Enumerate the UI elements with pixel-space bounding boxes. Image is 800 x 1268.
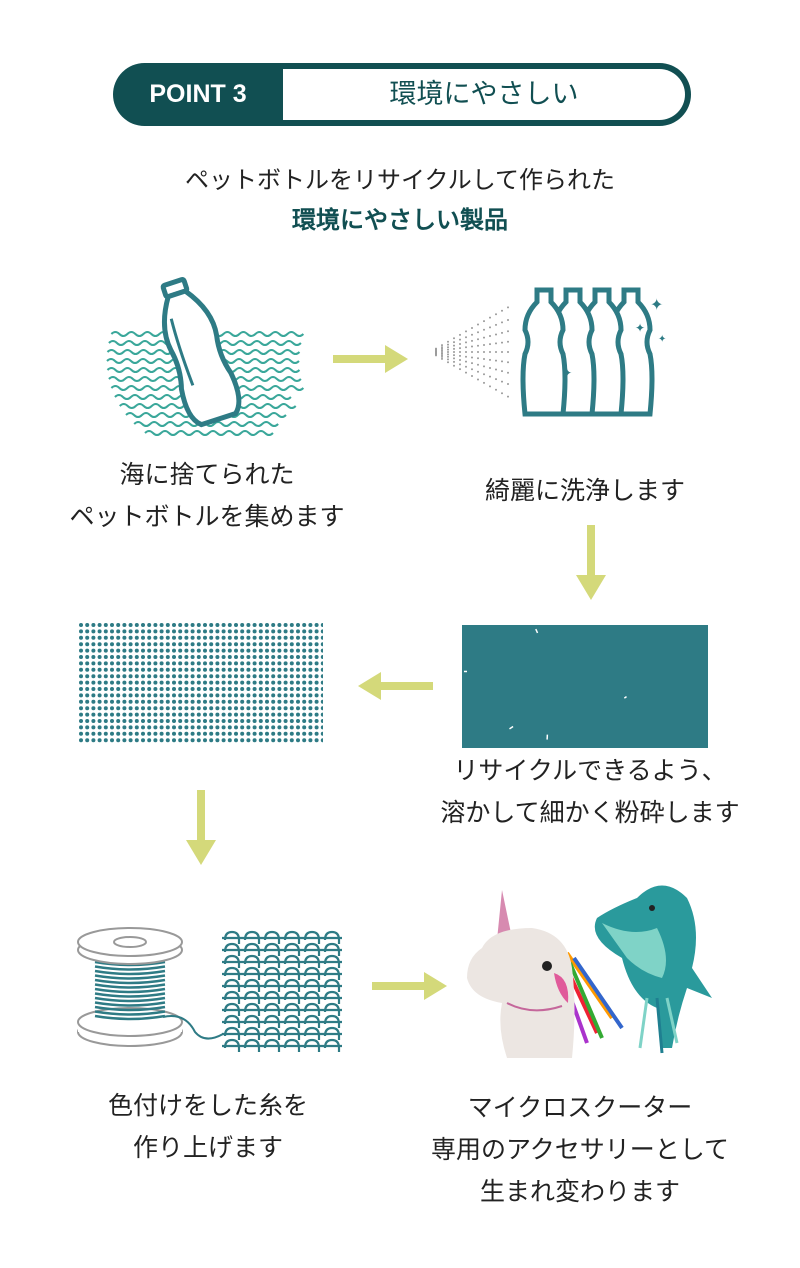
caption-line: リサイクルできるよう、: [453, 756, 727, 785]
step-3-caption: リサイクルできるよう、 溶かして細かく粉砕します: [420, 750, 760, 834]
step-5-caption: 色付けをした糸を 作り上げます: [58, 1085, 358, 1169]
arrow-right-icon: [372, 972, 447, 1000]
caption-line: 色付けをした糸を: [107, 1091, 308, 1120]
caption-line: 海に捨てられた: [119, 460, 295, 489]
step-6-caption: マイクロスクーター 専用のアクセサリーとして 生まれ変わります: [400, 1087, 760, 1213]
step-1-caption: 海に捨てられた ペットボトルを集めます: [57, 454, 357, 538]
arrow-left-icon: [358, 672, 433, 700]
point-badge: POINT 3: [149, 80, 247, 108]
lead-line-2: 環境にやさしい製品: [292, 206, 508, 234]
crushed-flakes-icon: [462, 625, 708, 748]
caption-line: 綺麗に洗浄します: [484, 476, 685, 505]
arrow-down-icon: [576, 525, 606, 600]
step-2-caption: 綺麗に洗浄します: [435, 470, 735, 512]
arrow-right-icon: [333, 345, 408, 373]
caption-line: マイクロスクーター: [467, 1093, 693, 1122]
washing-bottles-icon: ✦ ✦ ✦ ✦: [435, 287, 666, 417]
caption-line: 作り上げます: [132, 1133, 283, 1162]
bottle-in-ocean-icon: [106, 277, 305, 436]
lead-line-1: ペットボトルをリサイクルして作られた: [184, 166, 616, 194]
point-header: POINT 3 環境にやさしい: [113, 63, 691, 126]
svg-text:✦: ✦: [650, 295, 663, 314]
thread-spool-icon: [77, 927, 342, 1052]
arrow-down-icon: [186, 790, 216, 865]
caption-line: 溶かして細かく粉砕します: [440, 798, 740, 827]
caption-line: 生まれ変わります: [479, 1177, 680, 1206]
caption-line: ペットボトルを集めます: [69, 502, 345, 531]
svg-text:✦: ✦: [658, 334, 666, 345]
caption-line: 専用のアクセサリーとして: [430, 1135, 729, 1164]
point-title: 環境にやさしい: [283, 69, 685, 120]
svg-text:✦: ✦: [635, 321, 645, 335]
pellets-icon: [79, 623, 323, 743]
svg-text:✦: ✦: [562, 366, 572, 380]
lead-text: ペットボトルをリサイクルして作られた 環境にやさしい製品: [0, 160, 800, 240]
plush-accessories-image: [467, 885, 712, 1058]
